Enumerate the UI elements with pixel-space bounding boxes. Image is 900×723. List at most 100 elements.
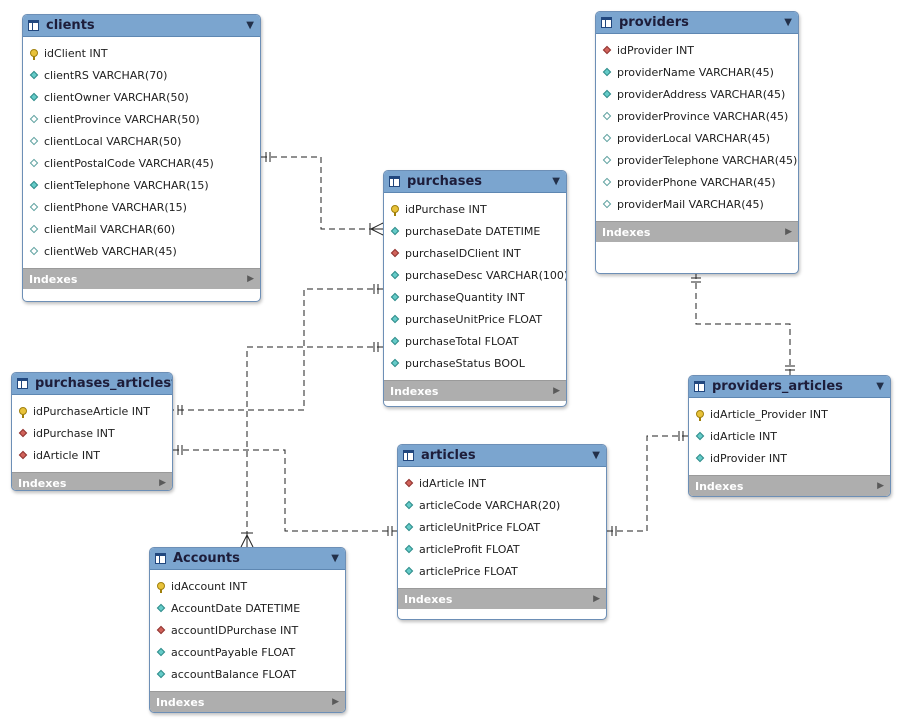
column-row[interactable]: idArticle_Provider INT (689, 403, 890, 425)
table-header[interactable]: articles ▼ (398, 445, 606, 467)
column-row[interactable]: idAccount INT (150, 575, 345, 597)
indexes-section[interactable]: Indexes ▶ (398, 588, 606, 609)
table-icon (694, 381, 705, 392)
column-row[interactable]: clientOwner VARCHAR(50) (23, 86, 260, 108)
column-row[interactable]: clientProvince VARCHAR(50) (23, 108, 260, 130)
table-header[interactable]: clients ▼ (23, 15, 260, 37)
collapse-arrow-icon[interactable]: ▼ (171, 378, 172, 389)
table-title: clients (46, 18, 95, 33)
collapse-arrow-icon[interactable]: ▼ (784, 17, 792, 28)
collapse-arrow-icon[interactable]: ▼ (331, 553, 339, 564)
indexes-section[interactable]: Indexes ▶ (384, 380, 566, 401)
indexes-section[interactable]: Indexes ▶ (23, 268, 260, 289)
column-row[interactable]: providerMail VARCHAR(45) (596, 193, 798, 215)
column-row[interactable]: idClient INT (23, 42, 260, 64)
indexes-section[interactable]: Indexes ▶ (150, 691, 345, 712)
table-header[interactable]: purchases ▼ (384, 171, 566, 193)
column-row[interactable]: clientLocal VARCHAR(50) (23, 130, 260, 152)
column-row[interactable]: articleCode VARCHAR(20) (398, 494, 606, 516)
column-row[interactable]: articleUnitPrice FLOAT (398, 516, 606, 538)
expand-arrow-icon[interactable]: ▶ (247, 274, 254, 284)
one-marker-clients (265, 152, 271, 162)
column-row[interactable]: providerLocal VARCHAR(45) (596, 127, 798, 149)
table-purchases-articles[interactable]: purchases_articles ▼ idPurchaseArticle I… (11, 372, 173, 491)
column-row[interactable]: articlePrice FLOAT (398, 560, 606, 582)
column-row[interactable]: providerTelephone VARCHAR(45) (596, 149, 798, 171)
column-row[interactable]: idProvider INT (596, 39, 798, 61)
table-header[interactable]: providers_articles ▼ (689, 376, 890, 398)
expand-arrow-icon[interactable]: ▶ (553, 386, 560, 396)
collapse-arrow-icon[interactable]: ▼ (876, 381, 884, 392)
expand-arrow-icon[interactable]: ▶ (785, 227, 792, 237)
column-row[interactable]: articleProfit FLOAT (398, 538, 606, 560)
column-row[interactable]: providerName VARCHAR(45) (596, 61, 798, 83)
one-marker-purchases-articles-1 (177, 405, 183, 415)
column-row[interactable]: providerProvince VARCHAR(45) (596, 105, 798, 127)
expand-arrow-icon[interactable]: ▶ (877, 481, 884, 491)
column-row[interactable]: providerPhone VARCHAR(45) (596, 171, 798, 193)
column-label: providerMail VARCHAR(45) (617, 197, 764, 211)
column-row[interactable]: idProvider INT (689, 447, 890, 469)
column-row[interactable]: idArticle INT (689, 425, 890, 447)
column-row[interactable]: purchaseQuantity INT (384, 286, 566, 308)
indexes-section[interactable]: Indexes ▶ (12, 472, 172, 490)
column-label: clientRS VARCHAR(70) (44, 68, 168, 82)
column-row[interactable]: purchaseDate DATETIME (384, 220, 566, 242)
column-row[interactable]: clientWeb VARCHAR(45) (23, 240, 260, 262)
collapse-arrow-icon[interactable]: ▼ (592, 450, 600, 461)
table-providers-articles[interactable]: providers_articles ▼ idArticle_Provider … (688, 375, 891, 497)
column-row[interactable]: clientPostalCode VARCHAR(45) (23, 152, 260, 174)
column-label: idPurchase INT (33, 426, 115, 440)
column-label: articlePrice FLOAT (419, 564, 518, 578)
indexes-section[interactable]: Indexes ▶ (596, 221, 798, 242)
red-diamond-icon (389, 248, 401, 258)
column-row[interactable]: clientTelephone VARCHAR(15) (23, 174, 260, 196)
column-row[interactable]: purchaseUnitPrice FLOAT (384, 308, 566, 330)
filled-diamond-icon (403, 522, 415, 532)
column-row[interactable]: AccountDate DATETIME (150, 597, 345, 619)
column-row[interactable]: idPurchase INT (12, 422, 172, 444)
column-label: clientPhone VARCHAR(15) (44, 200, 187, 214)
indexes-label: Indexes (695, 479, 744, 493)
expand-arrow-icon[interactable]: ▶ (159, 478, 166, 488)
column-row[interactable]: idArticle INT (398, 472, 606, 494)
column-row[interactable]: clientPhone VARCHAR(15) (23, 196, 260, 218)
column-row[interactable]: clientRS VARCHAR(70) (23, 64, 260, 86)
key-icon (694, 410, 706, 421)
expand-arrow-icon[interactable]: ▶ (593, 594, 600, 604)
one-marker-providers-articles-top (785, 365, 795, 371)
indexes-section[interactable]: Indexes ▶ (689, 475, 890, 496)
column-row[interactable]: purchaseTotal FLOAT (384, 330, 566, 352)
collapse-arrow-icon[interactable]: ▼ (552, 176, 560, 187)
column-row[interactable]: idPurchaseArticle INT (12, 400, 172, 422)
table-header[interactable]: purchases_articles ▼ (12, 373, 172, 395)
column-row[interactable]: providerAddress VARCHAR(45) (596, 83, 798, 105)
empty-diamond-icon (28, 158, 40, 168)
column-row[interactable]: purchaseIDClient INT (384, 242, 566, 264)
table-header[interactable]: providers ▼ (596, 12, 798, 34)
column-label: clientPostalCode VARCHAR(45) (44, 156, 214, 170)
one-marker-purchases-1 (373, 284, 379, 294)
table-icon (601, 17, 612, 28)
expand-arrow-icon[interactable]: ▶ (332, 697, 339, 707)
table-clients[interactable]: clients ▼ idClient INT clientRS VARCHAR(7… (22, 14, 261, 302)
column-row[interactable]: accountPayable FLOAT (150, 641, 345, 663)
column-row[interactable]: purchaseStatus BOOL (384, 352, 566, 374)
column-row[interactable]: accountBalance FLOAT (150, 663, 345, 685)
column-row[interactable]: accountIDPurchase INT (150, 619, 345, 641)
column-row[interactable]: idArticle INT (12, 444, 172, 466)
column-label: purchaseUnitPrice FLOAT (405, 312, 543, 326)
collapse-arrow-icon[interactable]: ▼ (246, 20, 254, 31)
column-row[interactable]: clientMail VARCHAR(60) (23, 218, 260, 240)
table-icon (155, 553, 166, 564)
table-header[interactable]: Accounts ▼ (150, 548, 345, 570)
column-row[interactable]: purchaseDesc VARCHAR(100) (384, 264, 566, 286)
relationship-providers-providers-articles (695, 273, 791, 375)
column-row[interactable]: idPurchase INT (384, 198, 566, 220)
filled-diamond-icon (155, 603, 167, 613)
